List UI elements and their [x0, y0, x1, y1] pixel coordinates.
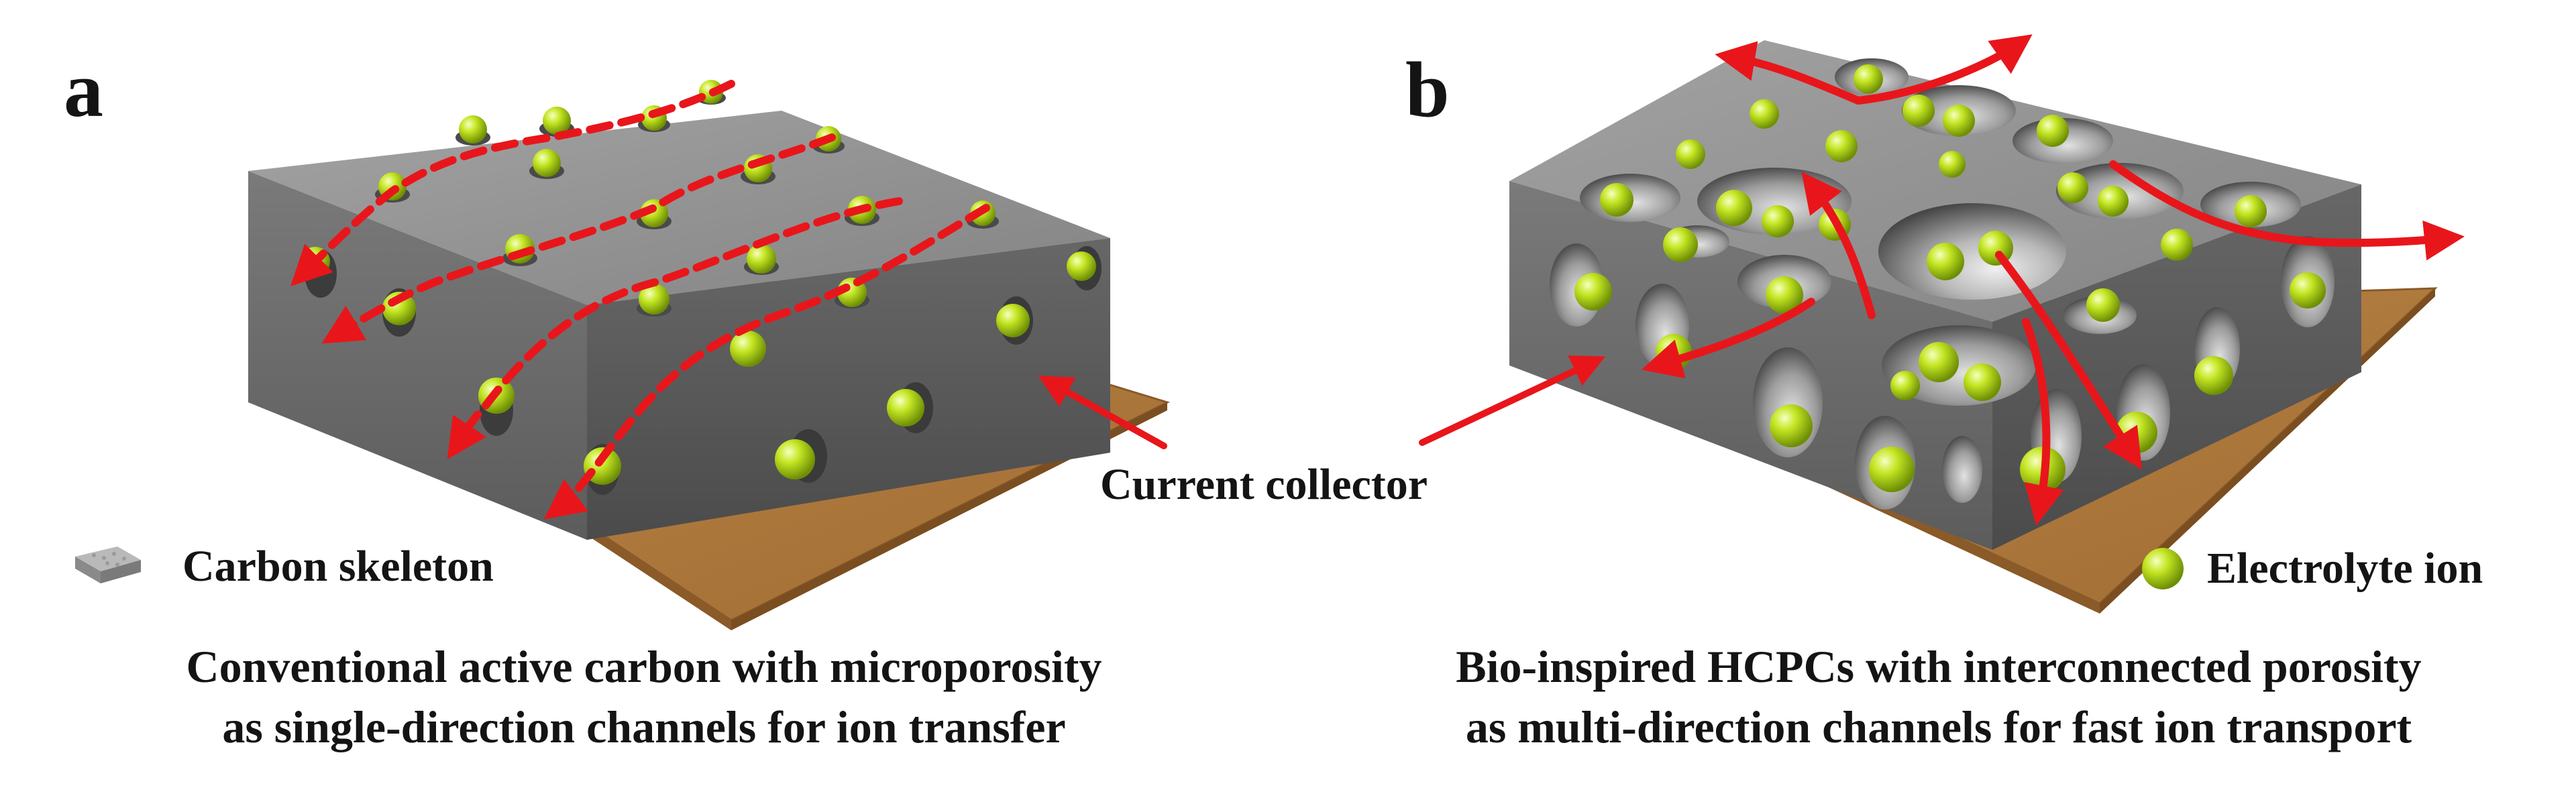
carbon-skeleton-label: Carbon skeleton	[182, 542, 494, 591]
carbon-skeleton-legend-icon	[75, 547, 141, 583]
caption-a-line-2: as single-direction channels for ion tra…	[222, 701, 1066, 752]
electrolyte-ion-legend-icon	[2142, 548, 2184, 589]
caption-a: Conventional active carbon with micropor…	[54, 637, 1234, 758]
current-collector-label: Current collector	[1100, 460, 1428, 509]
caption-a-line-1: Conventional active carbon with micropor…	[186, 641, 1102, 692]
ions-b	[1574, 64, 2326, 492]
carbon-block-side-a	[587, 238, 1110, 540]
panel-a	[248, 80, 1171, 630]
caption-b: Bio-inspired HCPCs with interconnected p…	[1328, 637, 2549, 758]
pointer-to-collector-b	[1419, 355, 1606, 446]
caption-b-line-2: as multi-direction channels for fast ion…	[1465, 701, 2412, 752]
ion-paths-a	[290, 80, 990, 520]
carbon-block-side-b	[1992, 184, 2361, 550]
ion-paths-b	[1641, 34, 2465, 526]
current-collector-pointers	[1038, 355, 1606, 449]
panel-letter-b: b	[1405, 46, 1450, 133]
caption-b-line-1: Bio-inspired HCPCs with interconnected p…	[1456, 641, 2422, 692]
electrolyte-ion-label: Electrolyte ion	[2207, 544, 2483, 593]
panel-b	[1509, 34, 2465, 614]
carbon-block-top-b	[1509, 40, 2361, 322]
pointer-to-collector-a	[1038, 376, 1167, 449]
panel-letter-a: a	[64, 46, 103, 133]
